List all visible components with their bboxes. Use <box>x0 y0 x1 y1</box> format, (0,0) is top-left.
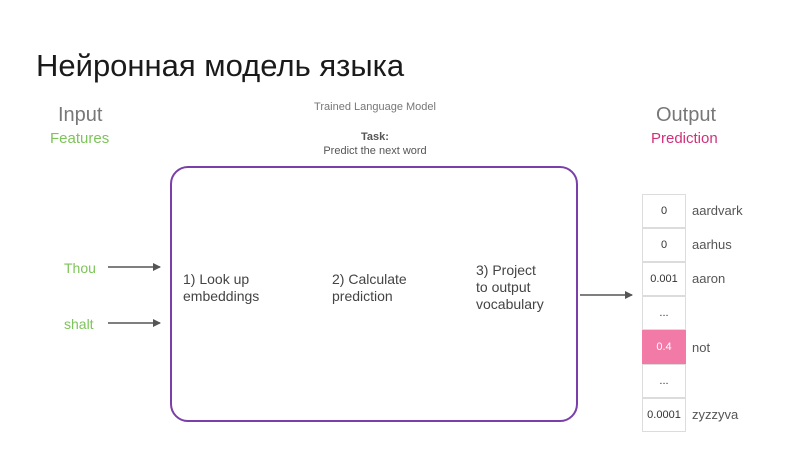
output-cell-zyzzyva: 0.0001 <box>642 398 686 432</box>
input-word-shalt: shalt <box>64 316 94 332</box>
vocab-word-aaron: aaron <box>692 271 726 286</box>
step-lookup-embeddings: 1) Look up embeddings <box>183 271 260 304</box>
vocab-word-zyzzyva: zyzzyva <box>692 407 739 422</box>
output-cell-ellipsis-2: ... <box>642 364 686 398</box>
task-description: Predict the next word <box>323 145 427 157</box>
task-label: Task: <box>361 131 389 143</box>
model-title: Trained Language Model <box>314 101 436 113</box>
vocab-word-aarhus: aarhus <box>692 237 732 252</box>
input-features-label: Features <box>50 130 110 147</box>
vocab-word-not: not <box>692 340 711 355</box>
output-cell-aardvark: 0 <box>642 194 686 228</box>
input-heading: Input <box>58 104 103 126</box>
output-heading: Output <box>656 104 717 126</box>
language-model-box <box>170 166 578 422</box>
input-word-thou: Thou <box>64 260 96 276</box>
output-cell-ellipsis-1: ... <box>642 296 686 330</box>
step-project-vocabulary: 3) Project to output vocabulary <box>476 262 544 312</box>
output-cell-aaron: 0.001 <box>642 262 686 296</box>
step-calculate-prediction: 2) Calculate prediction <box>332 271 407 304</box>
output-prediction-label: Prediction <box>651 130 718 147</box>
output-cell-not: 0.4 <box>642 330 686 364</box>
slide-title: Нейронная модель языка <box>36 48 405 83</box>
vocab-word-aardvark: aardvark <box>692 203 743 218</box>
output-cell-aarhus: 0 <box>642 228 686 262</box>
